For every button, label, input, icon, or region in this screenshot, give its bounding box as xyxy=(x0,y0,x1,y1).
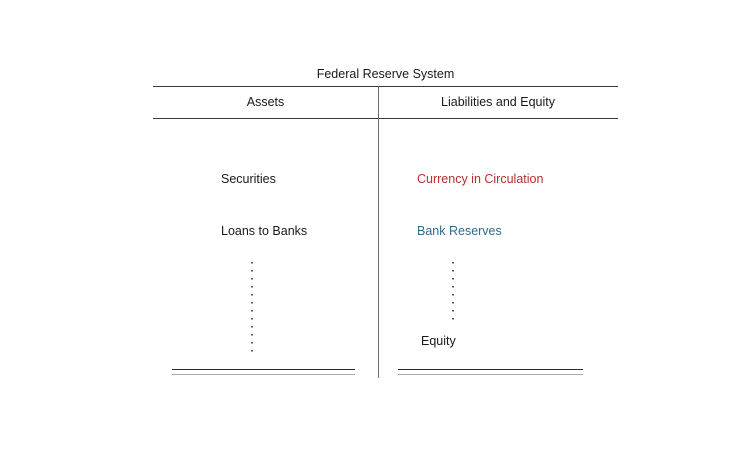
liabilities-total-rule-lower xyxy=(398,374,583,375)
liability-entry-equity: Equity xyxy=(421,334,456,348)
liability-entry-currency-in-circulation: Currency in Circulation xyxy=(417,172,544,186)
column-header-assets: Assets xyxy=(246,95,285,109)
liabilities-total-rule-upper xyxy=(398,369,583,370)
assets-continuation-dots-icon xyxy=(251,262,253,352)
header-rule xyxy=(153,118,618,119)
diagram-title: Federal Reserve System xyxy=(316,67,455,81)
assets-total-rule-lower xyxy=(172,374,355,375)
column-divider xyxy=(378,86,379,378)
asset-entry-securities: Securities xyxy=(221,172,276,186)
column-header-liabilities-and-equity: Liabilities and Equity xyxy=(441,95,555,109)
liability-entry-bank-reserves: Bank Reserves xyxy=(417,224,502,238)
liabilities-total-double-rule xyxy=(398,369,583,375)
top-rule xyxy=(153,86,618,87)
assets-total-rule-upper xyxy=(172,369,355,370)
liabilities-continuation-dots-icon xyxy=(452,262,454,322)
asset-entry-loans-to-banks: Loans to Banks xyxy=(221,224,308,238)
assets-total-double-rule xyxy=(172,369,355,375)
